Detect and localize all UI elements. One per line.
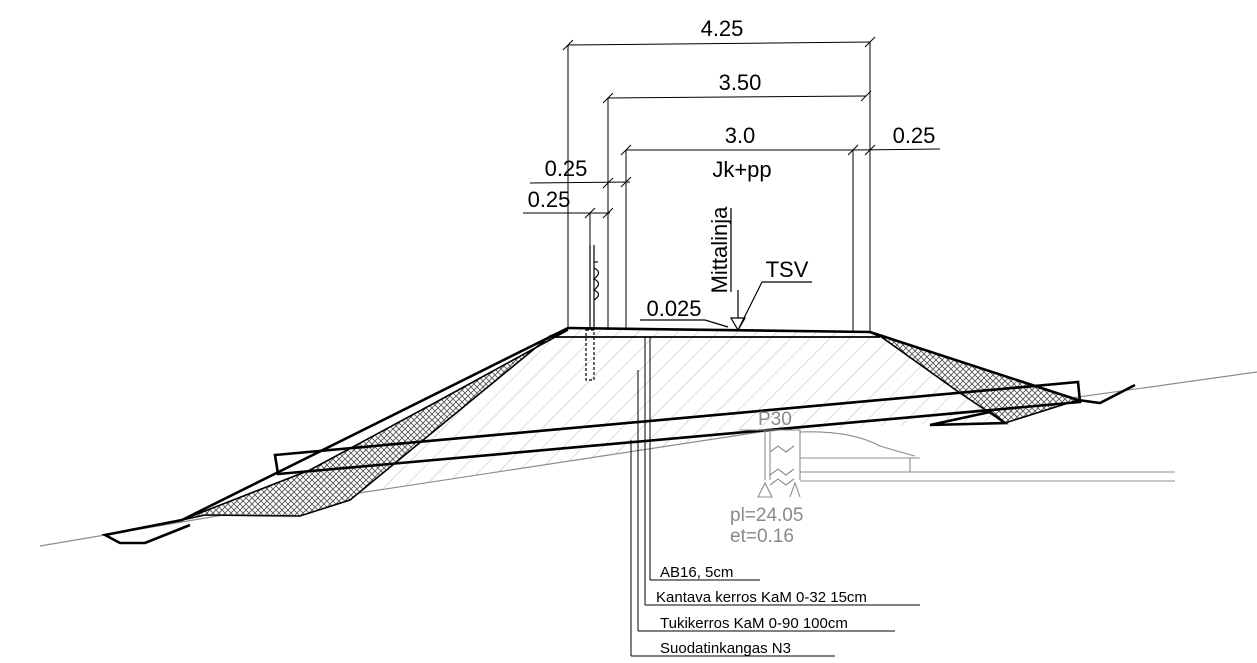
dim-lane-width: 3.0 [725, 123, 756, 148]
slope-label: 0.025 [646, 296, 701, 321]
pavement-layer [548, 327, 881, 338]
layer-leaders [630, 337, 920, 657]
slab-outline [273, 380, 1082, 476]
railing-post [585, 245, 600, 381]
slab-right-wedge [929, 410, 1009, 427]
embankment-right-toe [1077, 383, 1136, 405]
tsv-label: TSV [766, 257, 809, 282]
dim-left-shoulder-upper: 0.25 [545, 156, 588, 181]
layer-tukikerros: Tukikerros KaM 0-90 100cm [660, 615, 848, 632]
embankment-body [300, 336, 1010, 502]
dim-inner-width: 3.50 [719, 70, 762, 95]
existing-structure [740, 429, 1175, 498]
lane-type-label: Jk+pp [712, 157, 771, 182]
measure-line-label: Mittalinja [707, 206, 732, 294]
layer-suodatin: Suodatinkangas N3 [660, 640, 791, 657]
embankment-left-toe [101, 326, 569, 545]
layer-ab16: AB16, 5cm [660, 564, 733, 581]
et-label: et=0.16 [730, 526, 794, 547]
tsv-marker [640, 208, 812, 332]
dimension-lines [523, 36, 941, 332]
existing-road-label: P30 [758, 409, 792, 430]
dim-total-width: 4.25 [701, 16, 744, 41]
dim-right-shoulder: 0.25 [893, 123, 936, 148]
left-slope-layer [181, 329, 569, 521]
pl-label: pl=24.05 [730, 505, 803, 526]
dim-left-shoulder-lower: 0.25 [528, 187, 571, 212]
layer-kantava: Kantava kerros KaM 0-32 15cm [656, 589, 867, 606]
